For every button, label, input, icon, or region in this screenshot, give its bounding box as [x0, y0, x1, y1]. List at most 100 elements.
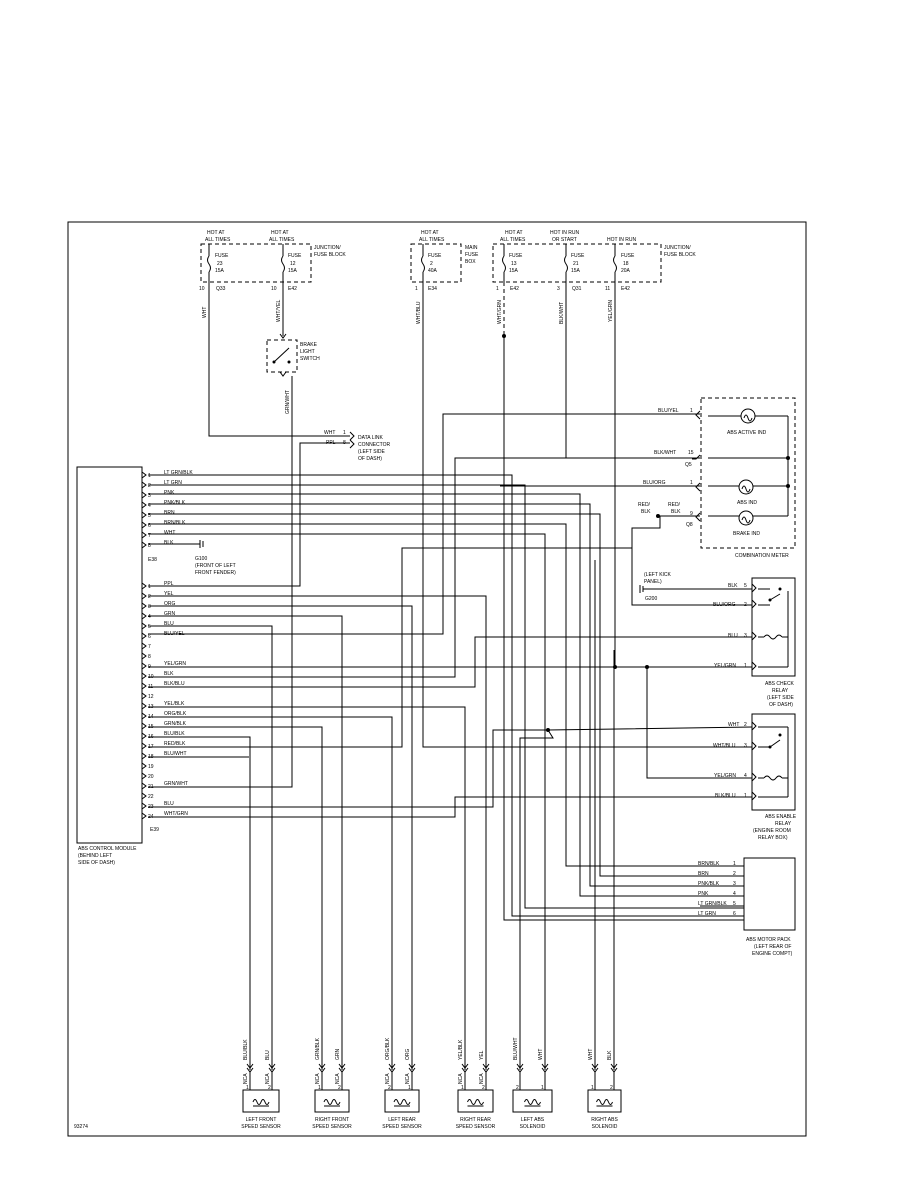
module-pin-number: 3 — [148, 493, 151, 499]
module-label: ABS CONTROL MODULE — [78, 846, 137, 852]
module-pin-wire: RED/BLK — [164, 741, 186, 747]
module-pin-number: 18 — [148, 754, 154, 760]
fuse-block-left: HOT AT ALL TIMES HOT AT ALL TIMES JUNCTI… — [199, 230, 346, 292]
nca-label: NCA — [335, 1073, 341, 1084]
sensor-name: LEFT ABS — [521, 1117, 545, 1123]
module-pin-wire: BLK/BLU — [164, 681, 185, 687]
sensor-name: RIGHT REAR — [460, 1117, 491, 1123]
connector-pin: 3 — [744, 633, 747, 639]
connector-pin: 1 — [690, 480, 693, 486]
motor-pin-wire: LT GRN/BLK — [698, 901, 727, 907]
connector-pin: 1 — [744, 663, 747, 669]
module-pin-number: 1 — [148, 584, 151, 590]
wire-label: WHT — [538, 1049, 544, 1060]
fuse-block-main: HOT AT ALL TIMES MAIN FUSE BOX FUSE 2 40… — [410, 230, 479, 292]
nca-label: NCA — [315, 1073, 321, 1084]
module-pin-number: 19 — [148, 764, 154, 770]
wire-label: YEL/GRN — [608, 300, 614, 322]
connector-pin: 10 — [199, 286, 205, 292]
nca-label: NCA — [265, 1073, 271, 1084]
nca-label: NCA — [458, 1073, 464, 1084]
module-pin-wire: YEL — [164, 591, 174, 597]
sensor-name: LEFT REAR — [388, 1117, 416, 1123]
motor-pack-label: ENGINE COMPT) — [752, 951, 793, 957]
sensor-name: LEFT FRONT — [246, 1117, 277, 1123]
connector-pin: 5 — [744, 583, 747, 589]
sensor-name: SPEED SENSOR — [312, 1124, 352, 1130]
module-pin-number: 6 — [148, 634, 151, 640]
sensor-name: SPEED SENSOR — [241, 1124, 281, 1130]
fuse-label: FUSE — [571, 253, 585, 259]
sensor-name: SPEED SENSOR — [382, 1124, 422, 1130]
dlc-label: CONNECTOR — [358, 442, 391, 448]
module-pin-wire: YEL/BLK — [164, 701, 185, 707]
module-label: (BEHIND LEFT — [78, 853, 112, 859]
power-label: HOT AT — [207, 230, 225, 236]
module-pin-wire: BRN — [164, 510, 175, 516]
wire-label: YEL — [479, 1050, 485, 1060]
module-pin-number: 14 — [148, 714, 154, 720]
connector-id: E39 — [150, 827, 159, 833]
junction-block-label: FUSE BLOCK — [314, 252, 346, 258]
module-pin-number: 9 — [148, 664, 151, 670]
connector-id: E42 — [288, 286, 297, 292]
wire-label: YEL/GRN — [714, 773, 736, 779]
module-pin-number: 13 — [148, 704, 154, 710]
module-pin-wire: BRN/BLK — [164, 520, 186, 526]
fuse-rating: 15A — [288, 268, 298, 274]
wire-label: WHT — [588, 1049, 594, 1060]
module-pin-number: 23 — [148, 804, 154, 810]
wire-label: ORG/BLK — [385, 1037, 391, 1060]
module-pin-wire: PNK — [164, 490, 175, 496]
motor-pack-label: (LEFT REAR OF — [754, 944, 791, 950]
switch-label: SWITCH — [300, 356, 320, 362]
sensor-pin: 2 — [388, 1085, 391, 1091]
sensor-name: RIGHT FRONT — [315, 1117, 349, 1123]
connector-id: E42 — [621, 286, 630, 292]
fuse-label: FUSE — [509, 253, 523, 259]
sensor-pin: 1 — [461, 1085, 464, 1091]
module-pin-number: 1 — [148, 473, 151, 479]
fuse-label: FUSE — [288, 253, 302, 259]
data-link-connector: WHT 1 PPL 8 DATA LINK CONNECTOR (LEFT SI… — [324, 430, 391, 462]
sensor-pin: 2 — [516, 1085, 519, 1091]
main-fuse-box-label: MAIN — [465, 245, 478, 251]
junction-block-label: JUNCTION/ — [664, 245, 691, 251]
motor-pin-wire: LT GRN — [698, 911, 716, 917]
sensor-pin: 1 — [408, 1085, 411, 1091]
brake-light-switch: BRAKE LIGHT SWITCH GRN/WHT — [266, 282, 320, 414]
module-pin-number: 3 — [148, 604, 151, 610]
wire-label: BLK/WHT — [559, 302, 565, 324]
relay-label: RELAY — [772, 688, 789, 694]
wire-label: YEL/GRN — [714, 663, 736, 669]
sensor-pin: 1 — [541, 1085, 544, 1091]
fuse-rating: 40A — [428, 268, 438, 274]
connector-id: E42 — [510, 286, 519, 292]
wire-label: BLU/ORG — [643, 480, 666, 486]
wire-label: WHT — [202, 307, 208, 318]
connector-id: Q33 — [216, 286, 226, 292]
wire-label: BLK — [728, 583, 738, 589]
sensor-pin: 1 — [591, 1085, 594, 1091]
module-pin-wire: GRN/BLK — [164, 721, 187, 727]
power-label: HOT AT — [271, 230, 289, 236]
module-pin-number: 15 — [148, 724, 154, 730]
connector-pin: 3 — [557, 286, 560, 292]
sensor-name: SPEED SENSOR — [456, 1124, 496, 1130]
relay-label: (ENGINE ROOM — [753, 828, 791, 834]
wire-label: WHT — [728, 722, 739, 728]
wire-label: GRN/BLK — [315, 1037, 321, 1060]
fuse-number: 2 — [430, 261, 433, 267]
connector-pin: 9 — [690, 511, 693, 517]
nca-label: NCA — [243, 1073, 249, 1084]
relay-label: ABS ENABLE — [765, 814, 797, 820]
connector-id: Q8 — [686, 522, 693, 528]
connector-pin: 8 — [343, 440, 346, 446]
relay-label: RELAY BOX) — [758, 835, 788, 841]
wire-label: BLU — [728, 633, 738, 639]
combination-meter: COMBINATION METER ABS ACTIVE IND ABS IND… — [638, 397, 796, 559]
